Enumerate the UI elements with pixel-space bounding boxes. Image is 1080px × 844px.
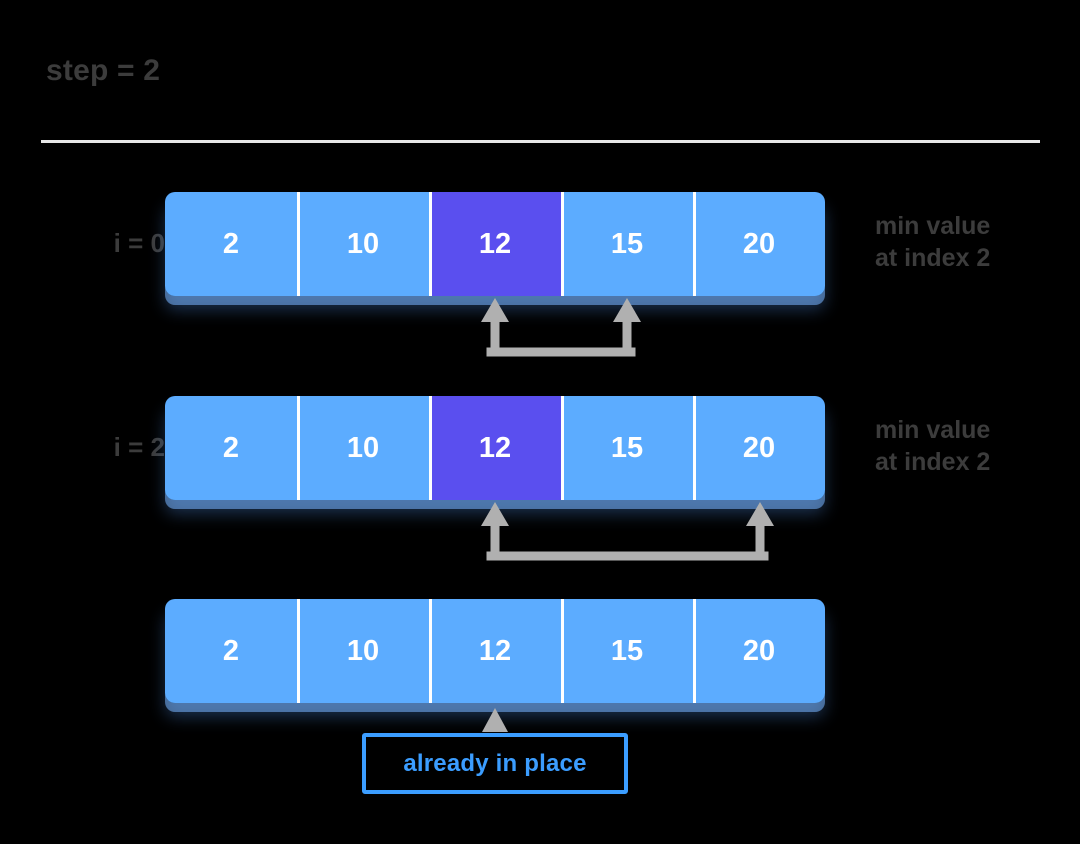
array-cell[interactable]: 20 bbox=[693, 396, 825, 500]
array-cell-highlighted[interactable]: 12 bbox=[429, 192, 561, 296]
array-cell[interactable]: 10 bbox=[297, 396, 429, 500]
array-cell[interactable]: 10 bbox=[297, 599, 429, 703]
swap-connector-row-2 bbox=[481, 502, 774, 561]
array-cell[interactable]: 2 bbox=[165, 599, 297, 703]
array-cell[interactable]: 15 bbox=[561, 396, 693, 500]
already-in-place-callout: already in place bbox=[362, 733, 628, 794]
array-cell[interactable]: 12 bbox=[429, 599, 561, 703]
array-cell[interactable]: 15 bbox=[561, 599, 693, 703]
array-row-1: 2 10 12 15 20 bbox=[165, 192, 825, 296]
array-cell[interactable]: 2 bbox=[165, 192, 297, 296]
already-in-place-label: already in place bbox=[403, 749, 587, 777]
array-3: 2 10 12 15 20 bbox=[165, 599, 825, 703]
row-2-note: min value at index 2 bbox=[875, 416, 991, 476]
array-2: 2 10 12 15 20 bbox=[165, 396, 825, 500]
array-cell[interactable]: 2 bbox=[165, 396, 297, 500]
array-row-2: 2 10 12 15 20 bbox=[165, 396, 825, 500]
array-1: 2 10 12 15 20 bbox=[165, 192, 825, 296]
array-cell[interactable]: 20 bbox=[693, 599, 825, 703]
swap-connector-row-1 bbox=[481, 298, 641, 357]
row-1-index-label: i = 0 bbox=[113, 228, 165, 258]
step-label: step = 2 bbox=[46, 54, 161, 87]
header-divider bbox=[41, 140, 1040, 143]
row-1-note: min value at index 2 bbox=[875, 212, 991, 272]
array-cell[interactable]: 20 bbox=[693, 192, 825, 296]
array-cell[interactable]: 10 bbox=[297, 192, 429, 296]
row-2-index-label: i = 2 bbox=[113, 432, 165, 462]
array-row-3: 2 10 12 15 20 bbox=[165, 599, 825, 703]
array-cell-highlighted[interactable]: 12 bbox=[429, 396, 561, 500]
array-cell[interactable]: 15 bbox=[561, 192, 693, 296]
